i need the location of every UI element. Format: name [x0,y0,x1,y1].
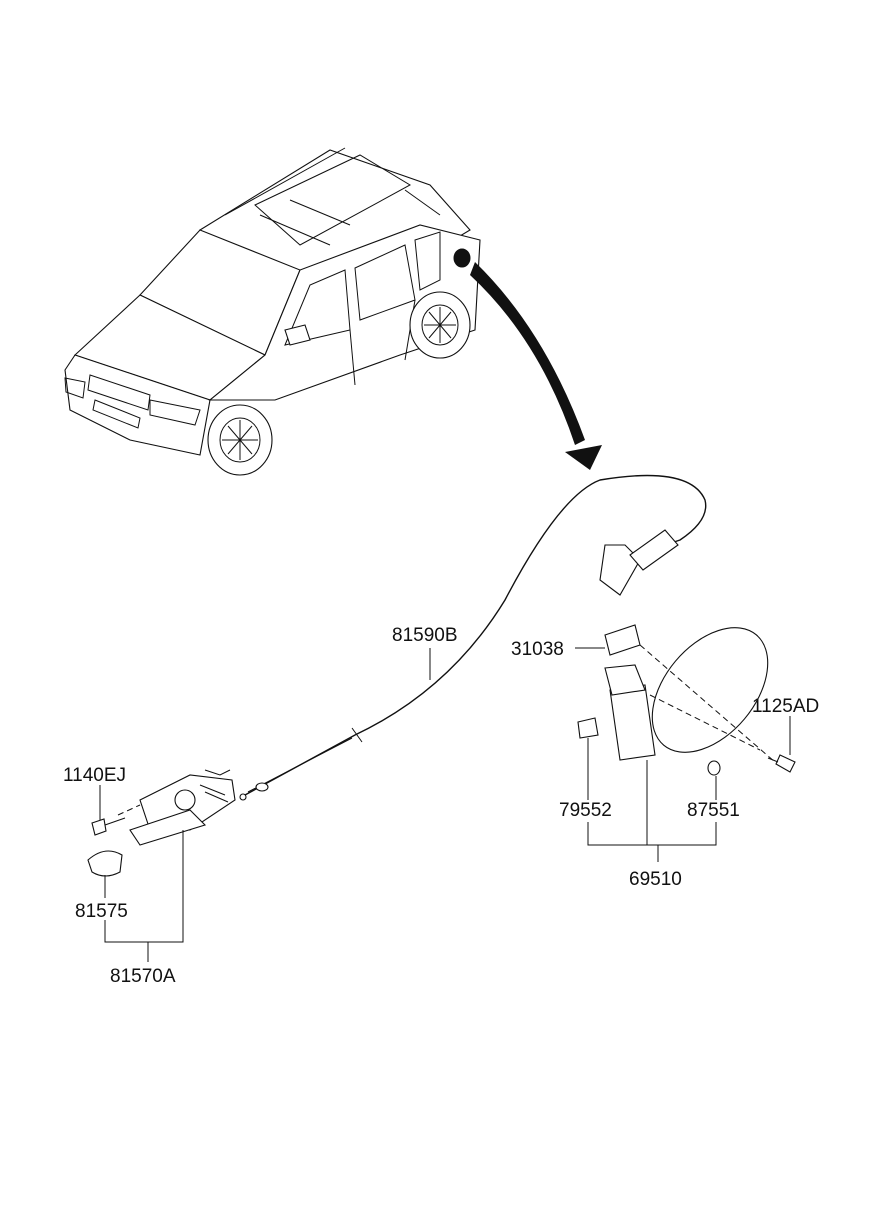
leader-lines [99,647,791,962]
fuel-door-assembly [577,624,796,776]
label-69510: 69510 [629,869,682,890]
label-81575: 81575 [75,901,128,922]
label-79552: 79552 [559,800,612,821]
label-1140ej: 1140EJ [63,765,126,786]
label-1125ad: 1125AD [752,696,819,717]
label-81590b: 81590B [392,625,458,646]
release-cable [239,474,707,801]
label-31038: 31038 [511,639,564,660]
pointer-arrow [470,262,602,470]
label-81570a: 81570A [110,966,176,987]
label-87551: 87551 [687,800,740,821]
vehicle-illustration [64,147,481,476]
opener-lever-assembly [87,769,236,877]
